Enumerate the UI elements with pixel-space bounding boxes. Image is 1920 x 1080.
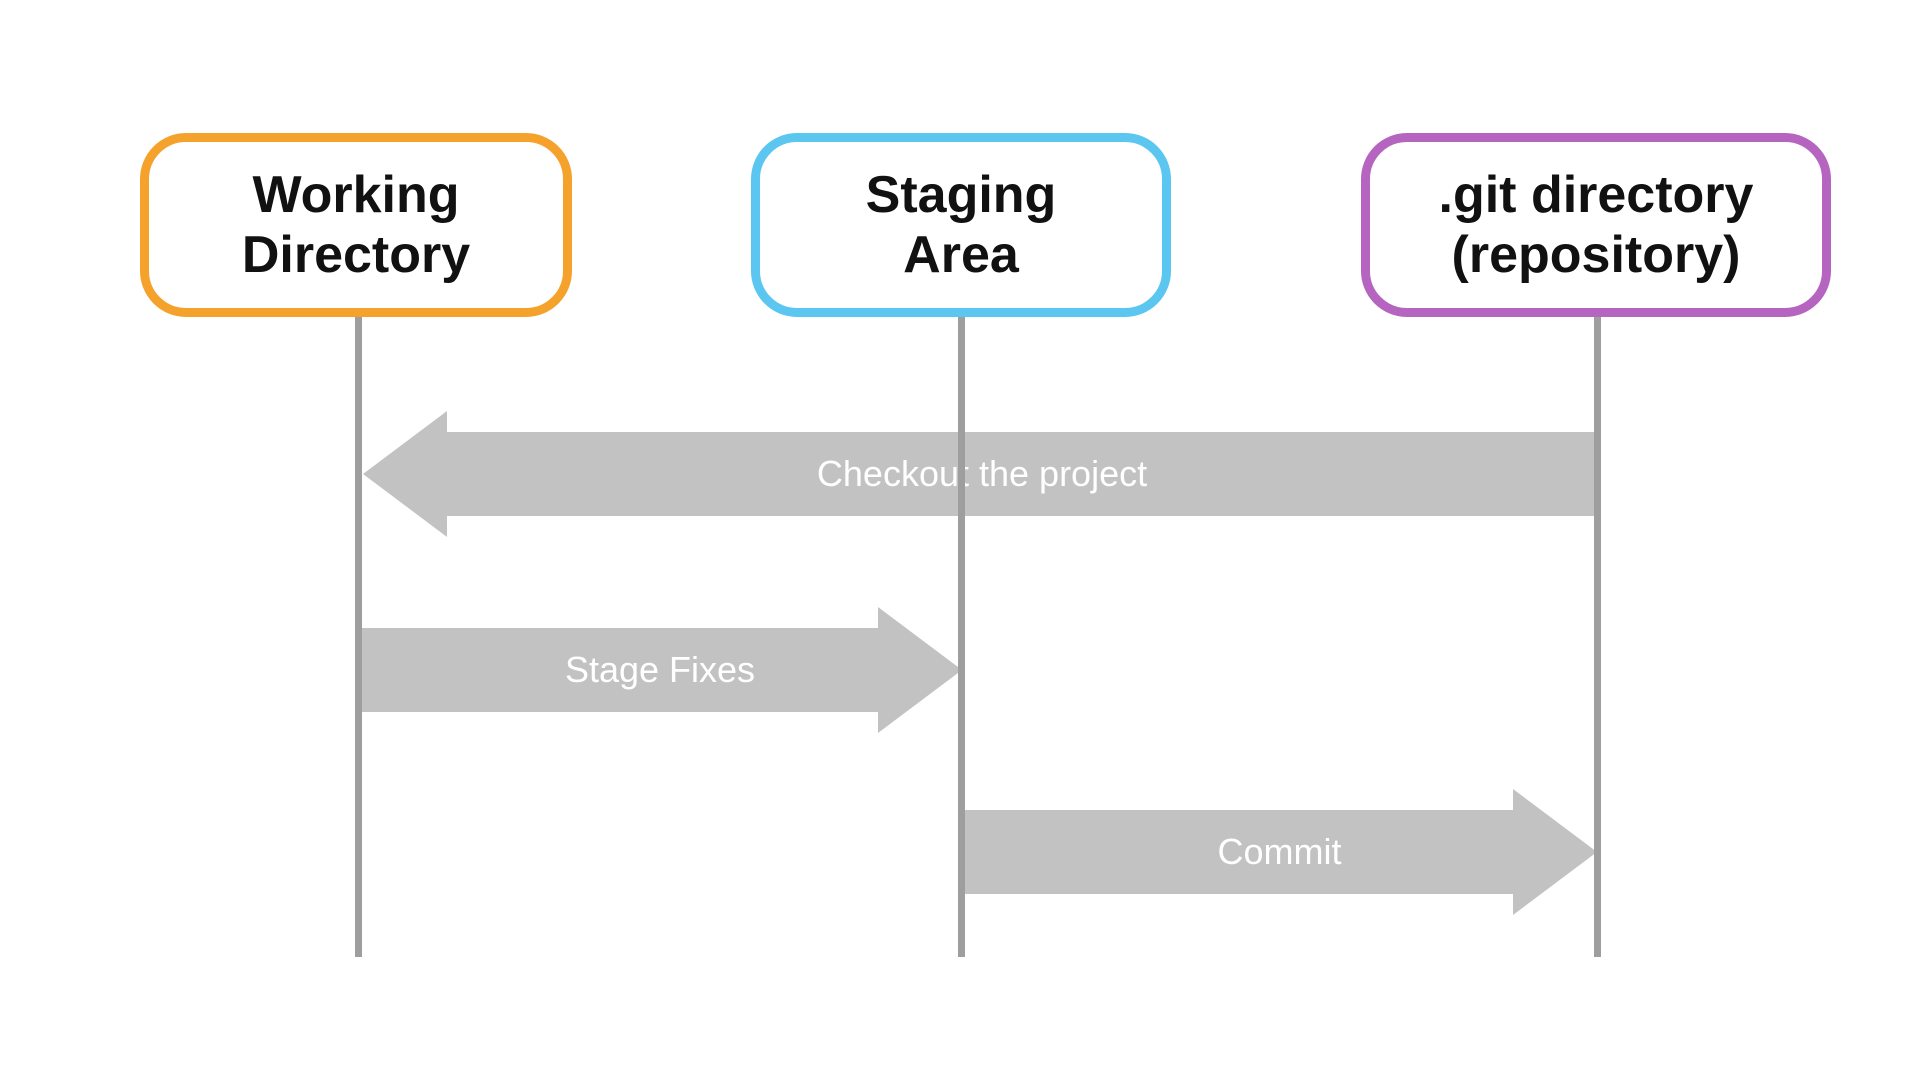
git-directory-label-line1: .git directory [1438, 166, 1754, 224]
stage-fixes-arrow: Stage Fixes [358, 607, 962, 733]
working-directory-box: Working Directory [140, 133, 572, 317]
working-directory-label-line2: Directory [241, 226, 471, 284]
commit-arrow: Commit [962, 789, 1597, 915]
git-directory-label-line2: (repository) [1451, 226, 1741, 284]
commit-arrowhead-right-icon [1513, 789, 1597, 915]
staging-area-lifeline [958, 317, 965, 957]
checkout-arrow-body [447, 432, 1601, 516]
commit-arrow-body [962, 810, 1513, 894]
commit-arrow-label: Commit [1217, 831, 1342, 872]
checkout-arrow-label: Checkout the project [816, 453, 1148, 494]
stage-fixes-arrow-label: Stage Fixes [564, 649, 756, 690]
working-directory-lifeline [355, 317, 362, 957]
stage-fixes-arrow-body [358, 628, 878, 712]
checkout-arrow: Checkout the project [363, 411, 1601, 537]
staging-area-label-line1: Staging [865, 166, 1057, 224]
checkout-arrowhead-left-icon [363, 411, 447, 537]
working-directory-label-line1: Working [252, 166, 460, 224]
staging-area-label-line2: Area [903, 226, 1019, 284]
stage-fixes-arrowhead-right-icon [878, 607, 962, 733]
git-directory-box: .git directory (repository) [1361, 133, 1831, 317]
git-directory-lifeline [1594, 317, 1601, 957]
staging-area-box: Staging Area [751, 133, 1171, 317]
